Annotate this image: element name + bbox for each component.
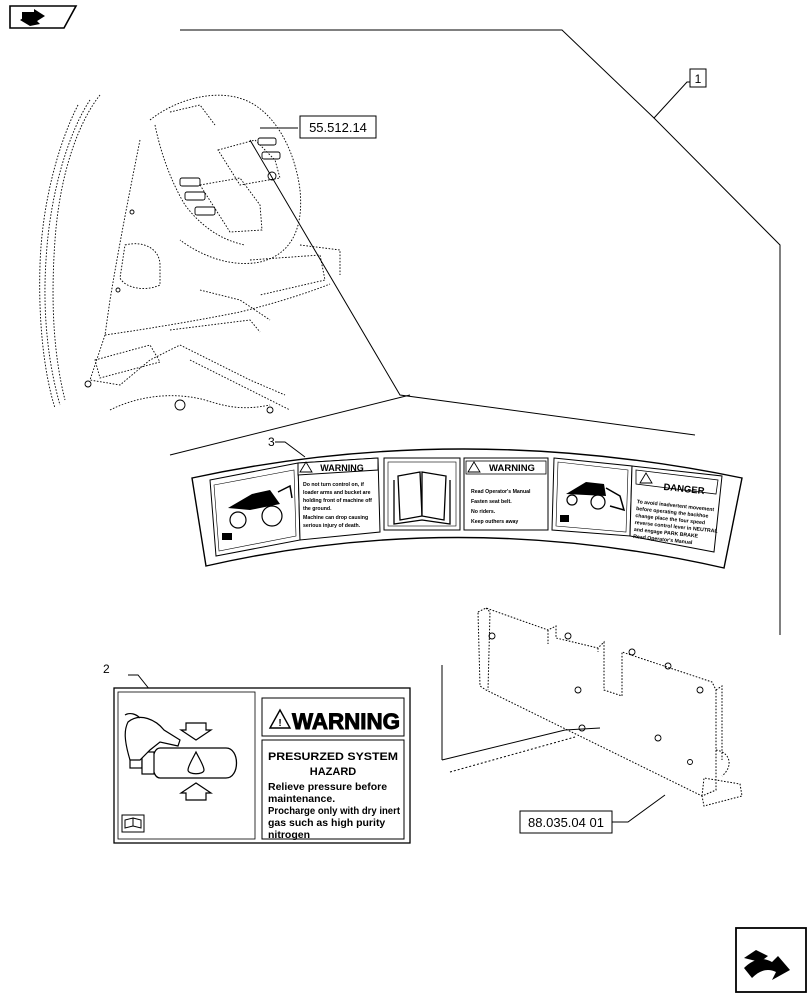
decal-item-2[interactable]: ! WARNING PRESURZED SYSTEM HAZARD Reliev… xyxy=(113,687,411,844)
cab-console-details xyxy=(84,137,281,414)
decal3-w2-line-1: Read Operator's Manual xyxy=(471,489,531,495)
decal3-w1-line-6: serious injury of death. xyxy=(303,523,361,529)
decal2-body-line-3: Procharge only with dry inert xyxy=(268,805,400,817)
decal2-heading-line-2: HAZARD xyxy=(310,766,356,778)
mounting-bracket-drawing xyxy=(477,607,743,807)
manual-book-icon xyxy=(121,814,145,833)
decal3-w2-line-2: Fasten seat belt. xyxy=(471,499,512,505)
item-3-number: 3 xyxy=(268,435,275,449)
cab-console-drawing xyxy=(39,94,341,411)
bracket-holes xyxy=(488,632,704,765)
leader-lines xyxy=(128,29,781,823)
decal3-w1-line-5: Machine can drop causing xyxy=(303,515,368,521)
decal2-body-line-1: Relieve pressure before xyxy=(268,781,387,793)
item-1-number: 1 xyxy=(695,72,702,86)
decal3-warning-1-label: WARNING xyxy=(320,463,364,473)
decal3-w1-line-3: holding front of machine off xyxy=(303,498,372,504)
next-page-icon[interactable] xyxy=(735,927,807,993)
pressure-hazard-pictogram xyxy=(121,712,238,833)
ref-88-035-04-01: 88.035.04 01 xyxy=(528,815,604,830)
decal3-panel-machine-1 xyxy=(209,462,301,557)
decal3-w1-line-1: Do not turn control on, if xyxy=(303,482,364,488)
forward-arrow-icon[interactable] xyxy=(9,5,78,29)
decal3-panel-machine-2 xyxy=(551,457,633,537)
decal3-w2-line-4: Keep outhers away xyxy=(471,519,518,525)
decal3-warning-2-label: WARNING xyxy=(489,463,535,474)
decal2-body-line-2: maintenance. xyxy=(268,793,335,805)
item-2-number: 2 xyxy=(103,662,110,676)
svg-text:!: ! xyxy=(278,718,281,729)
decal2-heading-line-1: PRESURZED SYSTEM xyxy=(268,751,398,763)
item-1-callout[interactable]: 1 xyxy=(689,68,707,88)
decal3-book-icon xyxy=(383,457,461,531)
decal2-warning-label: WARNING xyxy=(292,709,400,734)
decal2-body-line-4: gas such as high purity xyxy=(268,817,385,829)
decal2-body-line-5: nitrogen xyxy=(268,829,310,841)
ref-55-512-14: 55.512.14 xyxy=(309,120,367,135)
decal3-danger-label: DANGER xyxy=(663,482,705,497)
decal3-warning-text-1: WARNING Do not turn control on, if loade… xyxy=(297,457,381,541)
decal3-danger-text: DANGER To avoid inadvertent movement bef… xyxy=(629,465,723,553)
ref-88-035-04-01-callout[interactable]: 88.035.04 01 xyxy=(519,810,613,834)
ref-55-512-14-callout[interactable]: 55.512.14 xyxy=(260,115,377,139)
decal3-w1-line-4: the ground. xyxy=(303,506,332,512)
decal3-warning-text-2: WARNING Read Operator's Manual Fasten se… xyxy=(463,457,549,531)
decal3-w2-line-3: No riders. xyxy=(471,509,496,515)
decal-item-3[interactable]: WARNING Do not turn control on, if loade… xyxy=(191,448,743,569)
decal3-w1-line-2: loader arms and bucket are xyxy=(303,490,371,496)
